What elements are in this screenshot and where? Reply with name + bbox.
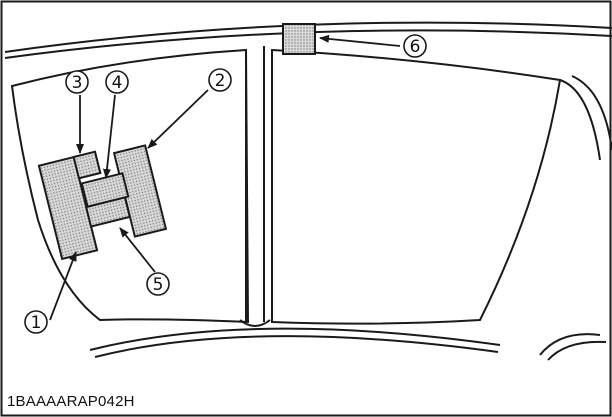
svg-text:4: 4: [112, 73, 123, 93]
callout-2: 2: [208, 68, 232, 92]
panel-1: [37, 155, 99, 261]
leader-arrows: [49, 34, 401, 321]
panel-3: [72, 150, 102, 180]
arrow-6: [319, 34, 401, 47]
arrow-4: [102, 94, 116, 179]
svg-text:2: 2: [215, 71, 226, 91]
left-window-frame: [10, 48, 250, 324]
svg-text:1: 1: [31, 313, 42, 333]
callout-3: 3: [65, 70, 89, 94]
arrow-5: [119, 227, 156, 273]
right-window-frame: [271, 48, 562, 325]
callout-6: 6: [403, 34, 427, 58]
right-pillar: [559, 75, 612, 161]
svg-text:5: 5: [153, 275, 164, 295]
figure-code: 1BAAAARAP042H: [7, 393, 135, 410]
callouts: 1 2 3 4 5 6: [24, 34, 427, 334]
panel-6: [282, 23, 316, 55]
svg-text:3: 3: [72, 73, 83, 93]
panel-5: [84, 196, 132, 228]
center-pillar: [239, 46, 271, 327]
callout-4: 4: [105, 70, 129, 94]
callout-5: 5: [146, 272, 170, 296]
lower-body: [89, 327, 607, 361]
svg-text:6: 6: [410, 37, 421, 57]
callout-1: 1: [24, 310, 48, 334]
arrow-2: [147, 89, 209, 149]
left-control-panels: [37, 144, 168, 261]
arrow-1: [49, 251, 77, 321]
